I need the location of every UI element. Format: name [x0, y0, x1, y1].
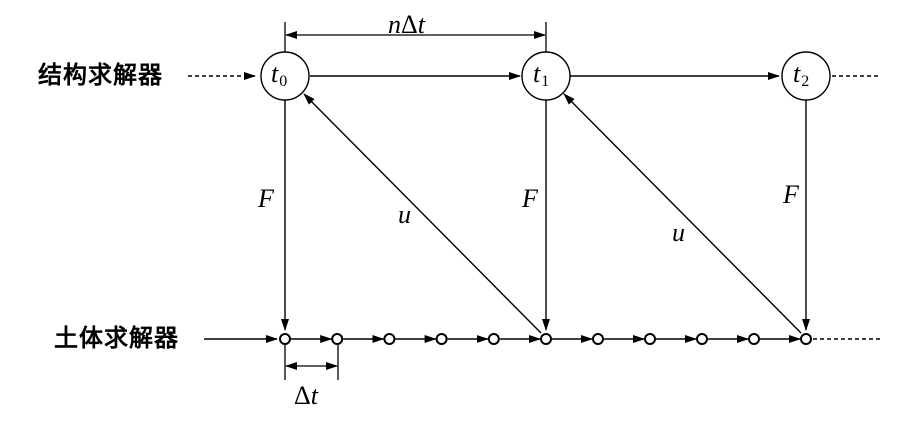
soil-substep-chain	[279, 333, 812, 345]
soil-substep-node	[331, 333, 344, 345]
displacement-label-2: u	[672, 218, 685, 247]
force-label-t1: F	[522, 184, 538, 213]
soil-substep-node	[487, 333, 500, 345]
force-label-t2: F	[783, 180, 799, 209]
structure-solver-label: 结构求解器	[38, 61, 163, 89]
force-label-t0: F	[258, 184, 274, 213]
soil-substep-node	[800, 333, 812, 345]
n-delta-t-label: nΔt	[388, 10, 425, 39]
node-label-t1: t1	[533, 59, 550, 90]
displacement-arrow-2	[563, 93, 802, 334]
soil-substep-node	[592, 333, 604, 345]
node-label-t2: t2	[793, 59, 810, 90]
soil-substep-node	[540, 333, 552, 345]
soil-substep-node	[748, 333, 760, 345]
soil-substep-node	[383, 333, 396, 345]
soil-substep-node	[279, 333, 291, 345]
soil-solver-label: 土体求解器	[54, 324, 179, 352]
soil-substep-node	[435, 333, 448, 345]
node-label-t0: t0	[271, 59, 288, 90]
soil-substep-node	[644, 333, 656, 345]
delta-t-label: Δt	[294, 381, 318, 410]
soil-substep-node	[696, 333, 708, 345]
displacement-arrow-1	[303, 93, 542, 334]
displacement-label-1: u	[398, 200, 411, 229]
